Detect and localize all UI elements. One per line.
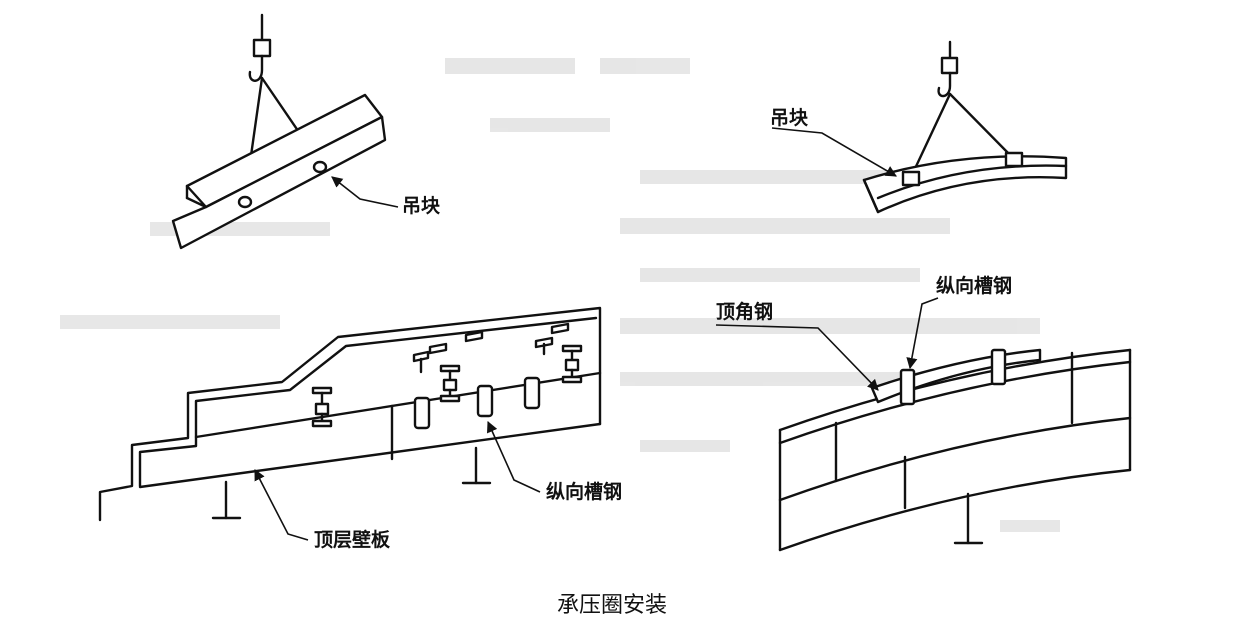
installation-side-view-figure: 纵向槽钢 顶层壁板 bbox=[98, 306, 622, 551]
lifting-angle-bar-figure: 吊块 bbox=[171, 13, 441, 250]
crane-hook-icon bbox=[248, 54, 264, 82]
lifting-block-right bbox=[1004, 151, 1024, 168]
support-post-right bbox=[461, 446, 492, 485]
adjusting-jack-1 bbox=[311, 386, 333, 428]
ring-brackets bbox=[412, 322, 570, 374]
channel-steel-block-2 bbox=[476, 384, 494, 418]
pressure-ring-inner-profile bbox=[138, 316, 598, 488]
lifting-lug-left bbox=[237, 195, 253, 209]
ring-lower-edge bbox=[778, 360, 1132, 445]
leader-longitudinal-channel-b bbox=[906, 297, 939, 370]
ring-top-edge bbox=[778, 348, 1132, 432]
label-top-shell-plate: 顶层壁板 bbox=[314, 528, 391, 551]
pressure-ring-outer-profile bbox=[98, 306, 602, 522]
channel-steel-post-1 bbox=[899, 368, 916, 406]
channel-steel-block-1 bbox=[413, 396, 431, 430]
lifting-block-left bbox=[901, 170, 921, 187]
channel-steel-post-2 bbox=[990, 348, 1007, 386]
support-post bbox=[953, 492, 984, 545]
adjusting-jack-2 bbox=[439, 364, 461, 403]
lifting-lug-right bbox=[312, 160, 328, 174]
curved-ring-segment bbox=[862, 155, 1068, 214]
label-longitudinal-channel-a: 纵向槽钢 bbox=[546, 480, 622, 503]
installation-curved-view-figure: 顶角钢 纵向槽钢 bbox=[715, 274, 1132, 552]
hook-block-icon bbox=[252, 38, 272, 58]
shell-bottom-edge bbox=[778, 468, 1132, 552]
angle-bar-horizontal-leg bbox=[171, 115, 387, 250]
label-lifting-block-a: 吊块 bbox=[402, 195, 441, 217]
background-bleed-through bbox=[60, 58, 1060, 532]
label-longitudinal-channel-b: 纵向槽钢 bbox=[936, 274, 1012, 297]
label-top-angle-steel: 顶角钢 bbox=[716, 300, 773, 323]
leader-top-angle-steel bbox=[715, 324, 879, 391]
label-lifting-block-b: 吊块 bbox=[770, 107, 809, 129]
sling-left bbox=[910, 92, 952, 177]
leader-longitudinal-channel-a bbox=[487, 420, 541, 493]
support-post-left bbox=[211, 480, 242, 520]
channel-steel-block-3 bbox=[523, 376, 541, 410]
leader-top-shell-plate bbox=[254, 469, 309, 541]
leader-lifting-block-b bbox=[771, 127, 897, 177]
figure-caption: 承压圈安装 bbox=[557, 593, 667, 618]
top-shell-plate-bottom-edge bbox=[138, 422, 602, 489]
shell-course-joint bbox=[778, 416, 1132, 502]
crane-hook-icon bbox=[937, 71, 952, 98]
sling-right bbox=[948, 92, 1015, 160]
hook-block-icon bbox=[940, 56, 959, 75]
adjusting-jack-3 bbox=[561, 344, 583, 384]
lifting-ring-segment-figure: 吊块 bbox=[770, 40, 1068, 214]
leader-lifting-block-a bbox=[331, 176, 399, 208]
